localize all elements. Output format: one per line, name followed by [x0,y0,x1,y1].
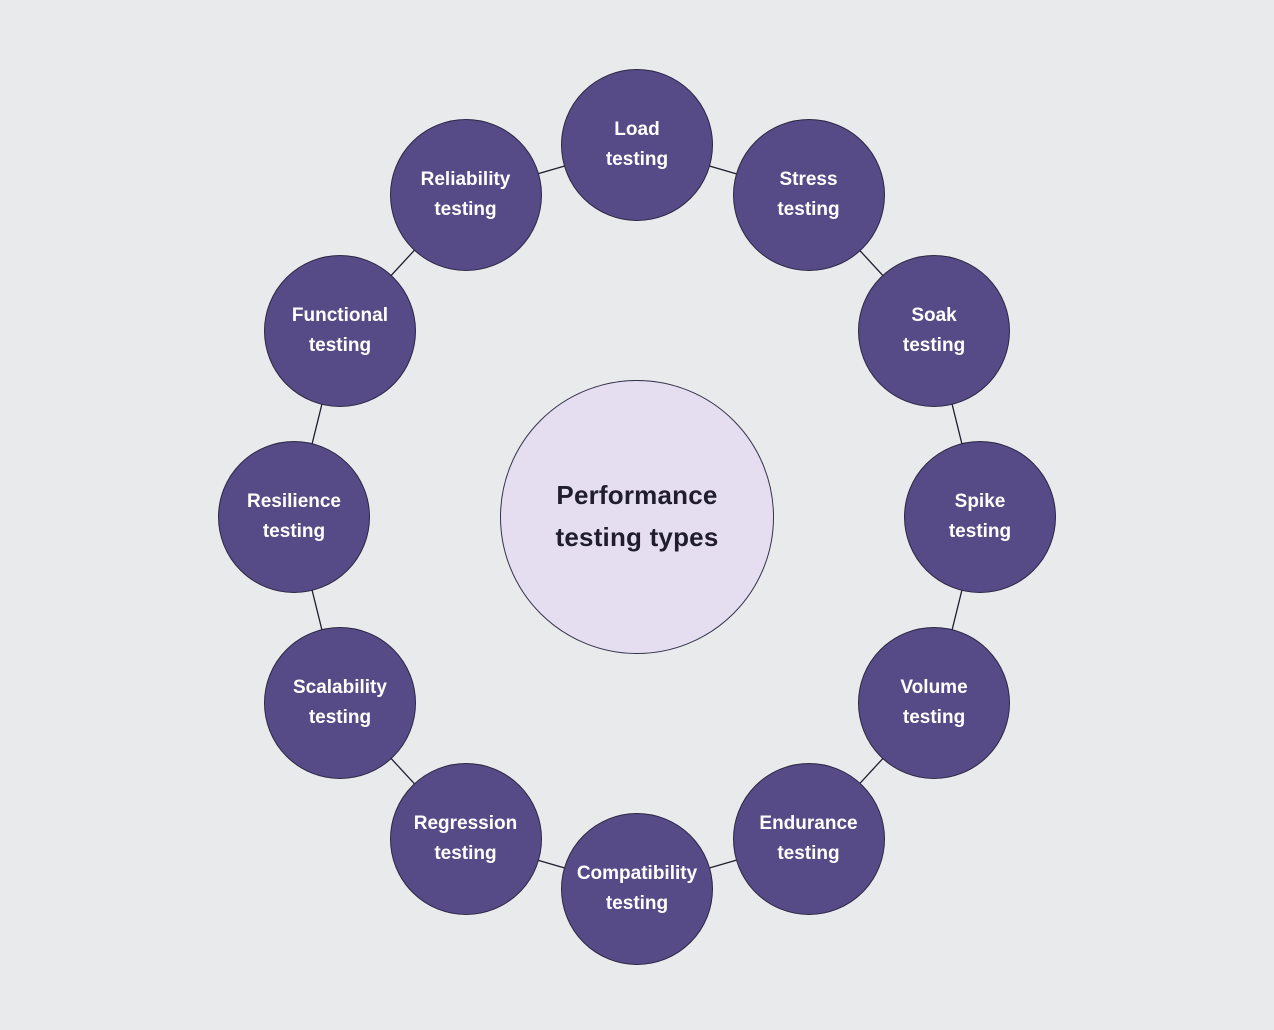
node-label-load-testing: Load testing [605,118,669,170]
node-label-scalability-testing: Scalability testing [292,676,387,728]
node-label-regression-testing: Regression testing [413,813,518,865]
node-label-soak-testing: Soak testing [902,304,966,356]
node-compatibility-testing: Compatibility testing [561,813,713,965]
node-label-spike-testing: Spike testing [948,490,1012,542]
node-label-stress-testing: Stress testing [777,168,840,220]
node-soak-testing: Soak testing [858,255,1011,407]
node-endurance-testing: Endurance testing [732,763,885,916]
center-title: Performance testing types [555,480,719,552]
node-resilience-testing: Resilience testing [218,441,370,593]
node-label-volume-testing: Volume testing [900,676,968,728]
node-volume-testing: Volume testing [858,627,1011,779]
node-load-testing: Load testing [561,69,713,221]
node-stress-testing: Stress testing [732,118,885,271]
node-functional-testing: Functional testing [263,255,416,407]
node-scalability-testing: Scalability testing [263,627,416,779]
node-reliability-testing: Reliability testing [389,118,542,271]
node-label-reliability-testing: Reliability testing [420,168,511,220]
node-label-compatibility-testing: Compatibility testing [576,862,698,914]
node-spike-testing: Spike testing [904,441,1056,593]
node-label-functional-testing: Functional testing [291,304,388,356]
node-label-resilience-testing: Resilience testing [247,490,341,542]
center-node: Performance testing types [500,380,774,654]
node-label-endurance-testing: Endurance testing [759,813,858,865]
node-regression-testing: Regression testing [389,763,542,916]
